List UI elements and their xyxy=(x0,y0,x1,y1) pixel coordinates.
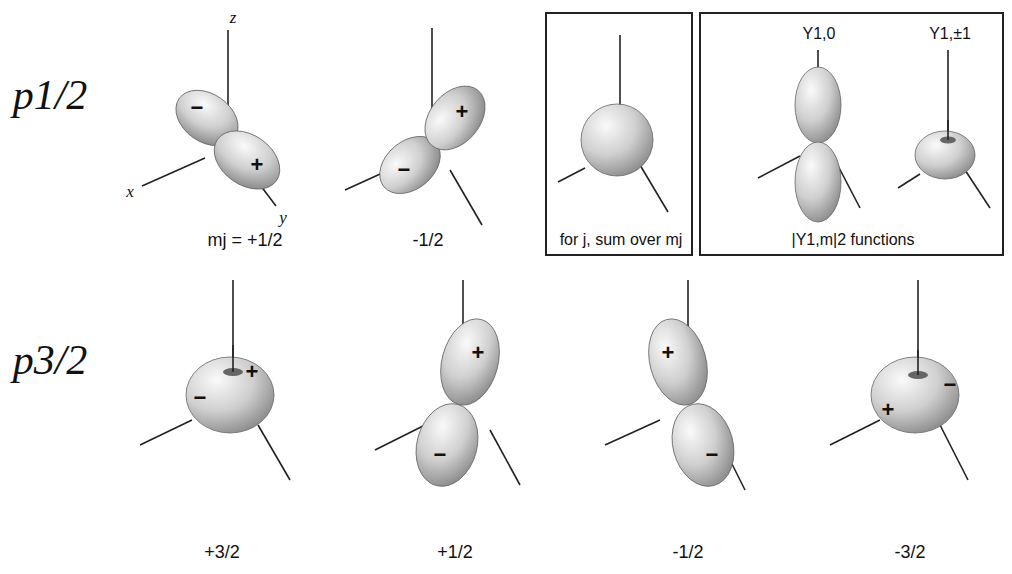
phase-sign: − xyxy=(191,95,204,120)
phase-sign: − xyxy=(194,385,207,410)
function-label: Y1,0 xyxy=(803,25,836,43)
mj-value: +1/2 xyxy=(437,542,473,563)
orbital-lobes xyxy=(165,67,975,493)
axis-label: x xyxy=(126,182,134,202)
axes xyxy=(140,28,990,490)
mj-value: mj = +1/2 xyxy=(207,230,282,251)
torus-holes xyxy=(223,137,956,380)
phase-sign: + xyxy=(251,152,264,177)
phase-sign: − xyxy=(398,157,411,182)
phase-sign: + xyxy=(246,359,259,384)
phase-sign: − xyxy=(434,442,447,467)
function-label: Y1,±1 xyxy=(929,25,971,43)
orbital-set-label: p3/2 xyxy=(13,336,88,384)
phase-sign: + xyxy=(456,99,469,124)
box-caption: for j, sum over mj xyxy=(560,231,683,249)
axis-label: y xyxy=(279,208,287,228)
phase-sign: + xyxy=(882,397,895,422)
mj-value: -1/2 xyxy=(412,230,443,251)
phase-sign: + xyxy=(662,340,675,365)
phase-sign: + xyxy=(472,340,485,365)
axis-label: z xyxy=(230,8,237,28)
phase-sign: − xyxy=(706,442,719,467)
frame-box: Y1,0 Y1,±1 |Y1,m|2 functions xyxy=(699,12,1004,256)
axes-front xyxy=(233,120,948,375)
mj-value: -3/2 xyxy=(894,542,925,563)
frame-box: for j, sum over mj xyxy=(545,12,693,256)
mj-value: -1/2 xyxy=(672,542,703,563)
box-caption: |Y1,m|2 functions xyxy=(791,231,914,249)
phase-sign: − xyxy=(944,372,957,397)
mj-value: +3/2 xyxy=(204,542,240,563)
orbital-set-label: p1/2 xyxy=(13,71,88,119)
